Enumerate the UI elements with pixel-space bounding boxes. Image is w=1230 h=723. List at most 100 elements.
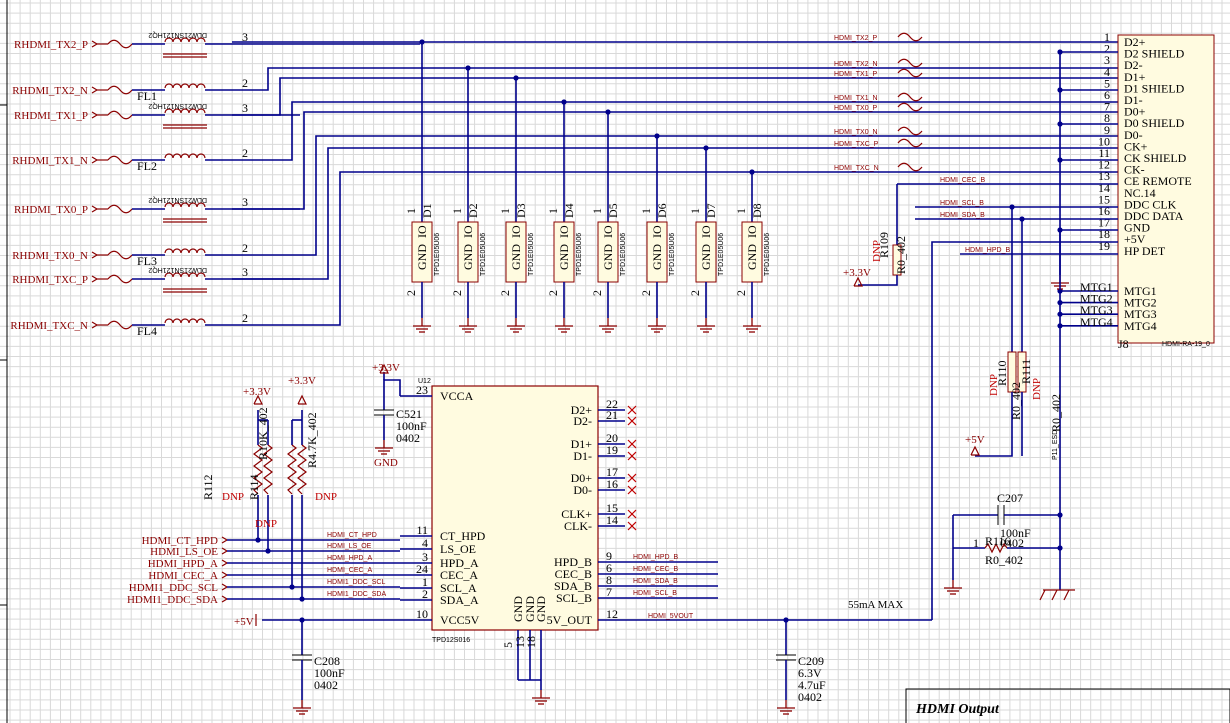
title-block [905,688,1230,723]
port-label: RHDMI_TX0_P [14,204,88,216]
tvs-pin-gnd: GND [415,244,429,270]
p11-label: P11_ESD [1052,430,1059,460]
port-connector-icon [91,111,99,119]
u12-pin-number: 7 [606,585,612,599]
pin-number: 1 [639,208,653,214]
connector-pin-name: D2 SHIELD [1124,47,1185,61]
wire [627,509,637,519]
u12-pin-number: 15 [606,501,618,515]
net-tx0-p [232,111,1118,210]
pin-number: 2 [404,290,418,296]
net-label: HDMI_HPD_B [965,247,1010,254]
junction-dot [1057,545,1063,551]
junction-dot [605,109,611,115]
junction-dot [255,537,261,543]
net-label: HDMI_TX0_N [834,129,878,136]
r115-val: R4.7K_402 [305,412,319,468]
port-label: RHDMI_TXC_N [10,320,88,332]
r116-ref: R116 [985,534,1011,548]
connector-pin-name: D2- [1124,58,1143,72]
pin-number: 2 [242,146,248,160]
tvs-pin-io: IO [650,225,664,238]
u12-pin-number: 2 [422,587,428,601]
connector-pin-name: DDC CLK [1124,197,1177,211]
net-squiggle-icon [897,92,923,102]
filter-part: DLW21SN121HQ2 [148,102,207,109]
u12-pin-name: HPD_A [440,556,479,570]
pin-number: 1 [688,208,702,214]
choke-winding [196,37,206,43]
gnd-label: GND [374,457,398,469]
tvs-pin-io: IO [415,225,429,238]
pin-number: 2 [450,290,464,296]
u12-pin-number: 12 [606,607,618,621]
dnp-label: DNP [222,491,244,503]
u12-pin-number: 23 [416,383,428,397]
tvs-ref: D4 [562,203,576,218]
u12-pin-number: 17 [606,465,618,479]
connector-pin-name: CK- [1124,163,1145,177]
dnp-label: DNP [315,491,337,503]
connector-pin-name: DDC DATA [1124,209,1184,223]
net-tx1-n [232,101,1118,161]
u12-pin-name: SDA_B [554,579,592,593]
junction-dot [561,99,567,105]
net-txc-n [232,171,1118,326]
u12-pin-name: SCL_B [556,591,592,605]
pullup-resistor [287,444,297,495]
choke-winding [172,153,182,159]
tvs-pin-io: IO [601,225,615,238]
wire [627,485,637,495]
u12-pin-number: 20 [606,431,618,445]
pullup-resistor [263,444,273,495]
u12-pin-number: 8 [606,573,612,587]
net-5v-conn [931,241,1118,620]
choke-winding [188,153,198,159]
c208-val: 100nF [314,666,345,680]
choke-winding [172,248,182,254]
port-label: HDMI_CT_HPD [142,535,218,547]
connector-pin-name: GND [1124,221,1150,235]
mtg-pin-name: MTG2 [1124,296,1157,310]
pin-number: 2 [590,290,604,296]
u12-body [431,385,599,631]
connector-pin-name: D2+ [1124,35,1146,49]
junction-dot [419,39,425,45]
filter-part: DLW21SN121HQ2 [148,31,207,38]
pin-number: 2 [639,290,653,296]
net-label: HDMI_TX1_N [834,95,878,102]
mtg-pin-name: MTG3 [1124,307,1157,321]
tvs-pin-gnd: GND [461,244,475,270]
u12-pin-name: CLK- [564,519,592,533]
r109-power-arrow [853,276,863,287]
pin-number: 2 [498,290,512,296]
c209-pkg: 0402 [798,690,822,704]
u12-gnd-name: GND [511,596,525,622]
port-label: HDMI_HPD_A [148,558,218,570]
hdmi-connector-body [1117,34,1215,344]
port-label: RHDMI_TX1_N [12,155,88,167]
u12-pin-name: CEC_A [440,568,478,582]
rail-label: +5V [234,616,254,628]
net-label: HDMI_SCL_B [633,590,677,597]
connector-pin-name: CE REMOTE [1124,174,1192,188]
tvs-pin-io: IO [699,225,713,238]
u12-pin-name: D2- [573,414,592,428]
net-tx0-n [232,135,1118,256]
connector-ref: J8 [1118,337,1129,351]
choke-winding [196,318,206,324]
junction-dot [513,75,519,81]
pullup-power-arrow [253,394,263,405]
current-note: 55mA MAX [848,599,903,611]
u12-gnd-name: GND [523,596,537,622]
c521-val: 100nF [396,419,427,433]
net-label: HDMI_5VOUT [648,613,694,620]
pin-number: 2 [546,290,560,296]
filter-ref: FL3 [137,254,157,268]
port-squiggle-icon [107,274,133,284]
port-connector-icon [91,321,99,329]
u12-pin-name: D0+ [571,471,593,485]
pin-number: 1 [546,208,560,214]
